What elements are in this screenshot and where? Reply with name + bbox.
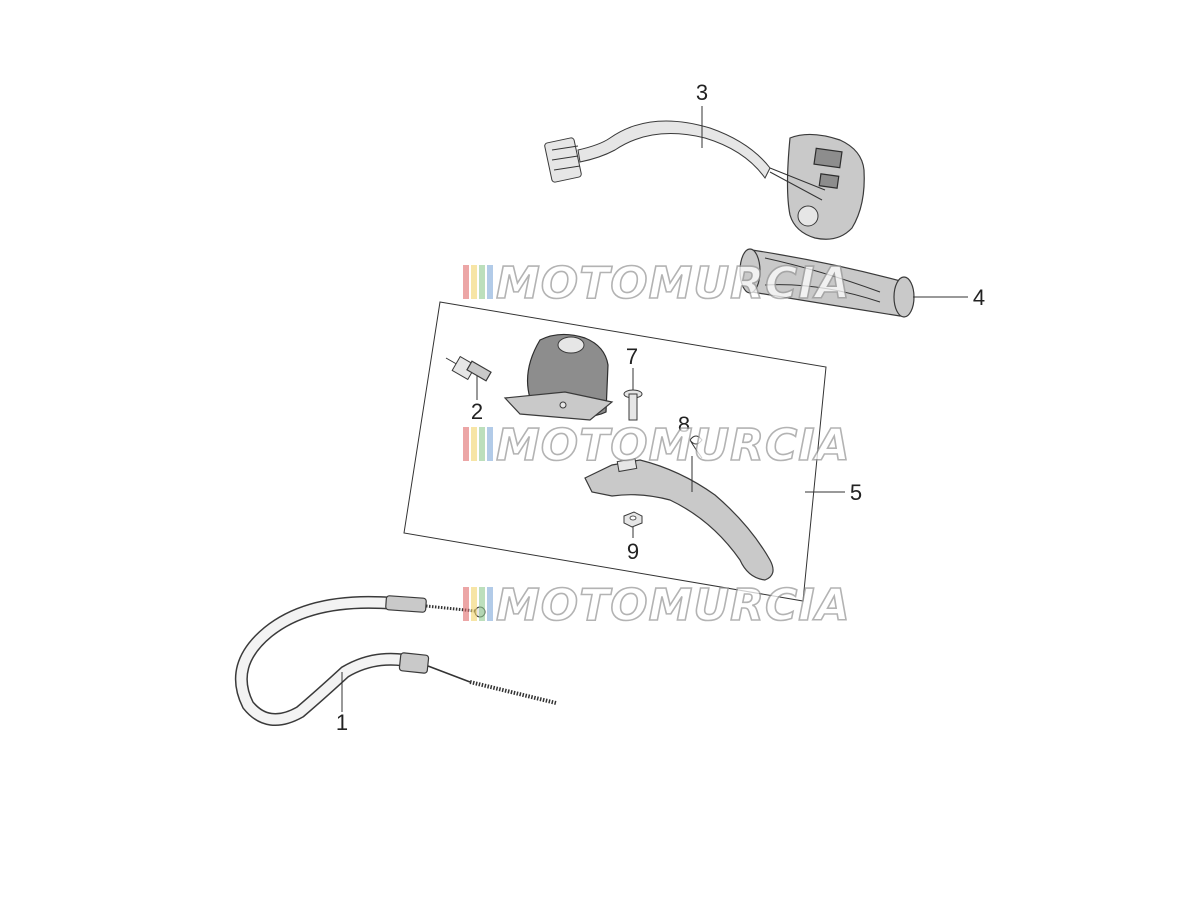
watermark-top: MOTOMURCIA bbox=[463, 257, 851, 310]
leader-lines bbox=[341, 106, 968, 712]
part-1-brake-cable bbox=[234, 595, 557, 726]
watermark-text: MOTOMURCIA bbox=[496, 580, 851, 631]
part-5-assembly-frame bbox=[403, 301, 827, 602]
part-4-handlebar-grip bbox=[739, 248, 915, 318]
part-9-nut bbox=[623, 511, 643, 528]
callout-2: 2 bbox=[471, 399, 483, 424]
callout-1: 1 bbox=[336, 710, 348, 735]
watermark-text: MOTOMURCIA bbox=[496, 258, 851, 309]
callout-3: 3 bbox=[696, 80, 708, 105]
part-8-spring bbox=[689, 435, 703, 459]
callout-9: 9 bbox=[627, 539, 639, 564]
callout-5: 5 bbox=[850, 480, 862, 505]
callout-8: 8 bbox=[678, 412, 690, 437]
part-2-adjuster-screw bbox=[445, 355, 492, 382]
lever-bracket bbox=[503, 333, 614, 421]
brake-lever bbox=[584, 457, 774, 581]
callout-7: 7 bbox=[626, 344, 638, 369]
watermark-text: MOTOMURCIA bbox=[496, 420, 851, 471]
watermark-middle: MOTOMURCIA bbox=[463, 419, 851, 472]
part-3-switch-housing bbox=[544, 120, 865, 240]
part-7-pivot-bolt bbox=[623, 389, 643, 421]
callout-4: 4 bbox=[973, 285, 985, 310]
watermark-bottom: MOTOMURCIA bbox=[463, 579, 851, 632]
